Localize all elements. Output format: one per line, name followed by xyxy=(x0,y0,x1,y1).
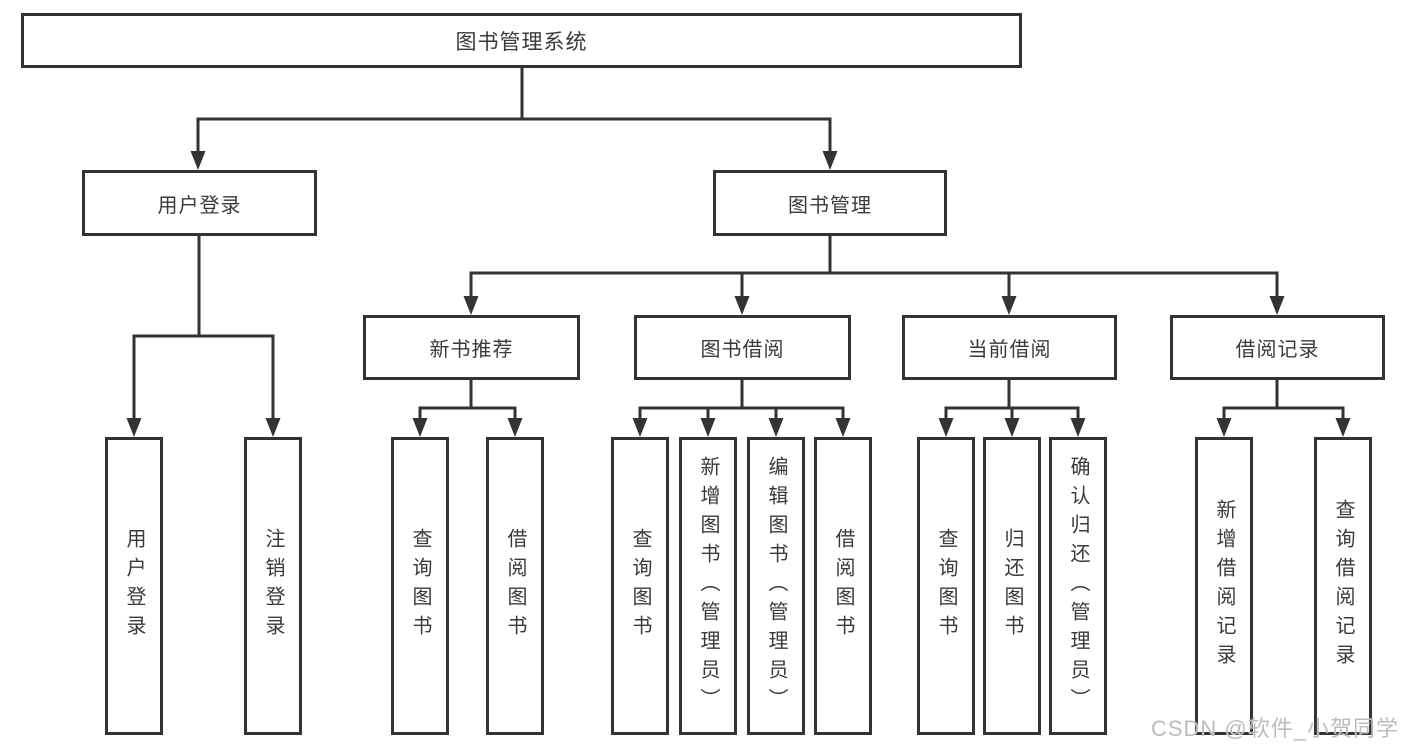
node-current-borrow: 当前借阅 xyxy=(902,315,1117,380)
leaf-label: 借阅图书 xyxy=(504,528,526,644)
leaf-edit-book-admin: 编辑图书（管理员） xyxy=(747,437,805,735)
node-borrow-record: 借阅记录 xyxy=(1170,315,1385,380)
leaf-label: 查询图书 xyxy=(629,528,651,644)
csdn-watermark: CSDN @软件_小贺同学 xyxy=(1150,716,1399,741)
node-library-system: 图书管理系统 xyxy=(21,13,1022,68)
leaf-label: 新增图书（管理员） xyxy=(697,455,719,717)
node-book-management: 图书管理 xyxy=(713,170,947,236)
leaf-user-login: 用户登录 xyxy=(105,437,163,735)
leaf-label: 查询图书 xyxy=(935,528,957,644)
leaf-add-book-admin: 新增图书（管理员） xyxy=(679,437,737,735)
leaf-label: 用户登录 xyxy=(123,528,145,644)
leaf-label: 确认归还（管理员） xyxy=(1067,455,1089,717)
leaf-query-borrow-record: 查询借阅记录 xyxy=(1314,437,1372,735)
leaf-label: 借阅图书 xyxy=(832,528,854,644)
leaf-return-book: 归还图书 xyxy=(983,437,1041,735)
leaf-add-borrow-record: 新增借阅记录 xyxy=(1195,437,1253,735)
leaf-confirm-return-admin: 确认归还（管理员） xyxy=(1049,437,1107,735)
node-user-login: 用户登录 xyxy=(82,170,317,236)
leaf-label: 查询图书 xyxy=(409,528,431,644)
node-new-book-recommend: 新书推荐 xyxy=(363,315,580,380)
leaf-query-book-1: 查询图书 xyxy=(391,437,449,735)
leaf-borrow-book-2: 借阅图书 xyxy=(814,437,872,735)
leaf-borrow-book-1: 借阅图书 xyxy=(486,437,544,735)
leaf-label: 编辑图书（管理员） xyxy=(765,455,787,717)
leaf-label: 归还图书 xyxy=(1001,528,1023,644)
leaf-label: 新增借阅记录 xyxy=(1213,499,1235,673)
node-book-borrow: 图书借阅 xyxy=(634,315,851,380)
leaf-query-book-3: 查询图书 xyxy=(917,437,975,735)
leaf-logout: 注销登录 xyxy=(244,437,302,735)
leaf-label: 注销登录 xyxy=(262,528,284,644)
leaf-label: 查询借阅记录 xyxy=(1332,499,1354,673)
leaf-query-book-2: 查询图书 xyxy=(611,437,669,735)
